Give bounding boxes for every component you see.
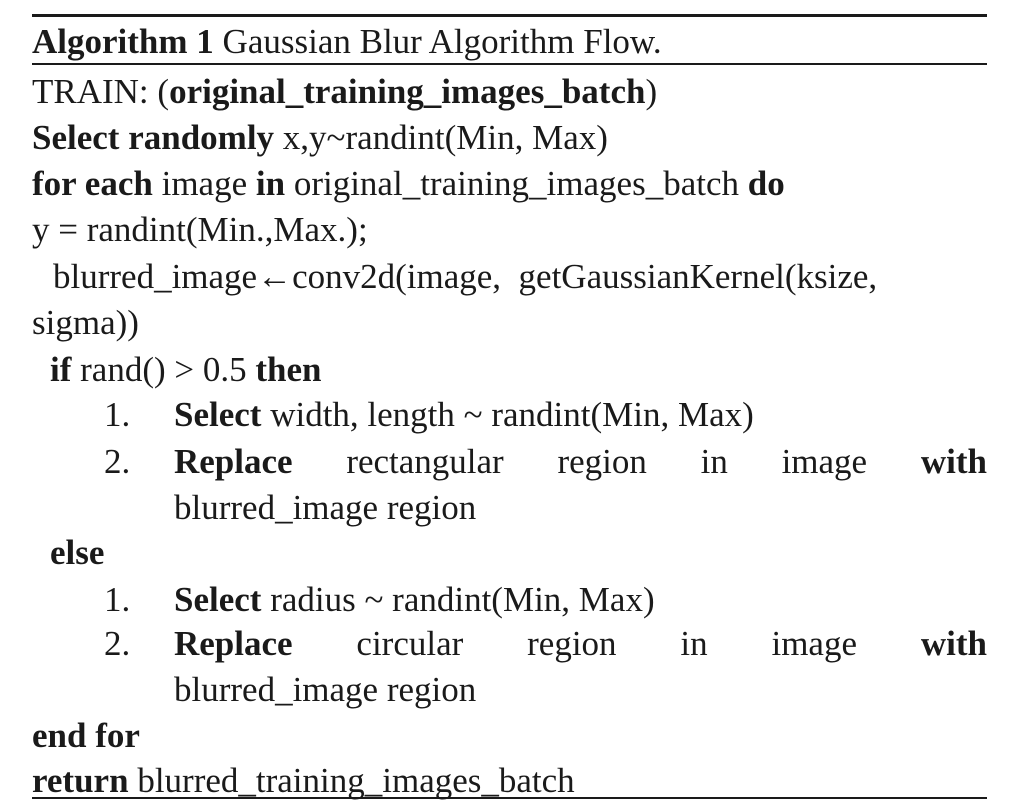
algorithm-caption: Algorithm 1 Gaussian Blur Algorithm Flow…: [32, 20, 662, 64]
train-suffix: ): [645, 72, 658, 111]
if-step2-word: rectangular: [346, 442, 504, 481]
blur-line: blurred_image←conv2d(image, getGaussianK…: [53, 257, 878, 296]
for-var: image: [152, 164, 256, 203]
else-step2-number: 2.: [104, 624, 131, 663]
if-step1-line: Select width, length ~ randint(Min, Max): [174, 393, 754, 437]
replace-keyword: Replace: [174, 442, 293, 481]
end-for-keyword: end for: [32, 716, 140, 755]
if-step2-word: image: [781, 442, 868, 481]
y-assign-line: y = randint(Min.,Max.);: [32, 210, 368, 249]
caption-rule: [32, 63, 987, 65]
train-line: TRAIN: (original_training_images_batch): [32, 70, 657, 114]
else-step2-word: region: [527, 624, 617, 663]
select-random-line: Select randomly x,y~randint(Min, Max): [32, 116, 608, 160]
else-step2-continuation: blurred_image region: [174, 670, 477, 709]
if-step1-expr: width, length ~ randint(Min, Max): [261, 395, 754, 434]
blur-line-continuation: sigma)): [32, 303, 139, 342]
else-step1-number: 1.: [104, 580, 131, 619]
for-collection: original_training_images_batch: [285, 164, 748, 203]
return-keyword: return: [32, 761, 129, 800]
else-step1-line: Select radius ~ randint(Min, Max): [174, 578, 655, 622]
if-step2-continuation: blurred_image region: [174, 488, 477, 527]
select-keyword: Select: [174, 580, 262, 619]
if-step1-number: 1.: [104, 395, 131, 434]
else-step2-line: Replace circular region in image with: [174, 622, 987, 666]
return-line: return blurred_training_images_batch: [32, 759, 575, 803]
train-prefix: TRAIN: (: [32, 72, 170, 111]
else-line: else: [50, 531, 104, 575]
for-each-line: for each image in original_training_imag…: [32, 162, 785, 206]
if-step2-line: Replace rectangular region in image with: [174, 440, 987, 484]
for-each-keyword: for each: [32, 164, 153, 203]
select-keyword: Select: [174, 395, 262, 434]
if-step2-number: 2.: [104, 442, 131, 481]
else-step2-word: image: [771, 624, 858, 663]
else-step2-word: in: [680, 624, 708, 663]
if-step2-word: in: [700, 442, 728, 481]
else-keyword: else: [50, 533, 105, 572]
in-keyword: in: [255, 164, 286, 203]
then-keyword: then: [255, 350, 322, 389]
top-rule: [32, 14, 987, 17]
algorithm-box: Algorithm 1 Gaussian Blur Algorithm Flow…: [32, 0, 987, 808]
return-value: blurred_training_images_batch: [128, 761, 575, 800]
do-keyword: do: [747, 164, 785, 203]
end-for-line: end for: [32, 714, 140, 758]
with-keyword: with: [920, 442, 987, 481]
with-keyword: with: [920, 624, 987, 663]
else-step1-expr: radius ~ randint(Min, Max): [261, 580, 655, 619]
select-randomly-keyword: Select randomly: [32, 118, 275, 157]
if-line: if rand() > 0.5 then: [50, 348, 322, 392]
caption-title: Gaussian Blur Algorithm Flow.: [222, 22, 662, 61]
replace-keyword: Replace: [174, 624, 293, 663]
bottom-rule: [32, 797, 987, 799]
else-step2-word: circular: [356, 624, 464, 663]
select-random-expr: x,y~randint(Min, Max): [274, 118, 608, 157]
train-arg: original_training_images_batch: [169, 72, 646, 111]
if-condition: rand() > 0.5: [71, 350, 256, 389]
if-step2-word: region: [557, 442, 647, 481]
caption-label: Algorithm 1: [32, 22, 214, 61]
if-keyword: if: [50, 350, 72, 389]
